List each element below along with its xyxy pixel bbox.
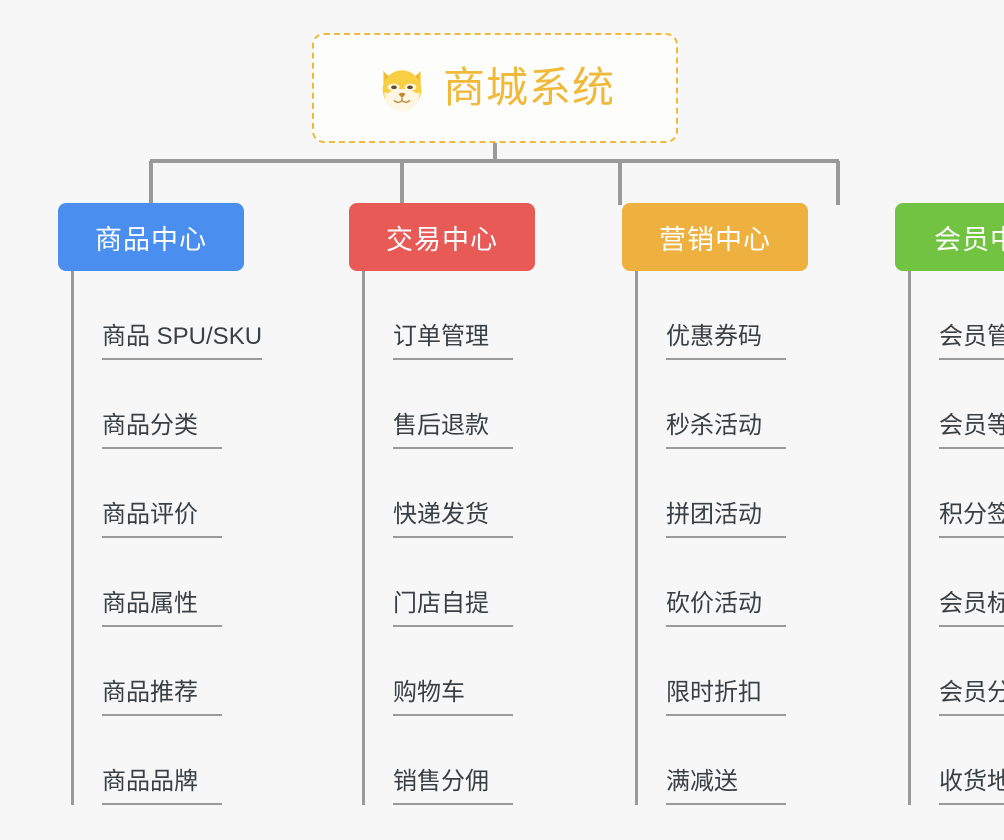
branch-spine-3: [908, 271, 912, 805]
branch-column-0: 商品中心 商品 SPU/SKU 商品分类 商品评价 商品属性 商品推荐: [58, 203, 263, 805]
leaf-item[interactable]: 购物车: [349, 627, 535, 716]
dog-face-emoji: [375, 61, 429, 115]
leaf-item[interactable]: 会员分组: [895, 627, 1004, 716]
leaf-label: 会员管理: [939, 325, 1004, 360]
leaf-item[interactable]: 砍价活动: [622, 538, 808, 627]
branch-header-1[interactable]: 交易中心: [349, 203, 536, 271]
leaf-label: 商品评价: [102, 503, 222, 538]
leaf-list-1: 订单管理 售后退款 快递发货 门店自提 购物车 销售分佣: [349, 271, 535, 805]
leaf-item[interactable]: 订单管理: [349, 271, 535, 360]
branch-header-0[interactable]: 商品中心: [58, 203, 244, 271]
leaf-label: 会员标签: [939, 592, 1004, 627]
leaf-label: 会员分组: [939, 681, 1004, 716]
branch-header-label-3: 会员中心: [934, 224, 1004, 255]
branch-spine-1: [362, 271, 366, 805]
leaf-item[interactable]: 秒杀活动: [622, 360, 808, 449]
leaf-item[interactable]: 商品评价: [58, 449, 262, 538]
leaf-item[interactable]: 会员标签: [895, 538, 1004, 627]
leaf-label: 拼团活动: [666, 503, 787, 538]
leaf-item[interactable]: 会员管理: [895, 271, 1004, 360]
leaf-label: 砍价活动: [666, 592, 787, 627]
leaf-label: 会员等级: [939, 414, 1004, 449]
leaf-label: 商品 SPU/SKU: [102, 325, 263, 360]
leaf-item[interactable]: 售后退款: [349, 360, 535, 449]
leaf-label: 秒杀活动: [666, 414, 787, 449]
leaf-list-2: 优惠券码 秒杀活动 拼团活动 砍价活动 限时折扣 满减送: [622, 271, 808, 805]
root-node[interactable]: 商城系统: [312, 33, 678, 143]
leaf-label: 优惠券码: [666, 325, 787, 360]
leaf-label: 销售分佣: [393, 770, 514, 805]
leaf-label: 商品属性: [102, 592, 222, 627]
leaf-item[interactable]: 快递发货: [349, 449, 535, 538]
leaf-label: 商品推荐: [102, 681, 222, 716]
branch-column-1: 交易中心 订单管理 售后退款 快递发货 门店自提 购物车: [349, 203, 536, 805]
leaf-list-3: 会员管理 会员等级 积分签到 会员标签 会员分组 收货地址: [895, 271, 1004, 805]
branch-header-2[interactable]: 营销中心: [622, 203, 809, 271]
leaf-item[interactable]: 商品品牌: [58, 716, 262, 805]
leaf-item[interactable]: 门店自提: [349, 538, 535, 627]
leaf-item[interactable]: 积分签到: [895, 449, 1004, 538]
leaf-item[interactable]: 拼团活动: [622, 449, 808, 538]
leaf-item[interactable]: 销售分佣: [349, 716, 535, 805]
leaf-label: 限时折扣: [666, 681, 787, 716]
leaf-list-0: 商品 SPU/SKU 商品分类 商品评价 商品属性 商品推荐 商品品牌: [58, 271, 263, 805]
leaf-label: 订单管理: [393, 325, 514, 360]
leaf-label: 商品分类: [102, 414, 222, 449]
branch-header-3[interactable]: 会员中心: [895, 203, 1004, 271]
branch-spine-0: [71, 271, 74, 805]
root-title: 商城系统: [442, 64, 615, 111]
branch-spine-2: [635, 271, 639, 805]
leaf-label: 收货地址: [939, 770, 1004, 805]
leaf-label: 快递发货: [393, 503, 514, 538]
branch-column-2: 营销中心 优惠券码 秒杀活动 拼团活动 砍价活动 限时折扣: [622, 203, 809, 805]
leaf-item[interactable]: 会员等级: [895, 360, 1004, 449]
leaf-item[interactable]: 满减送: [622, 716, 808, 805]
branch-column-3: 会员中心 会员管理 会员等级 积分签到 会员标签 会员分组: [895, 203, 1004, 805]
leaf-item[interactable]: 商品推荐: [58, 627, 262, 716]
leaf-item[interactable]: 商品属性: [58, 538, 262, 627]
branch-header-label-2: 营销中心: [659, 224, 772, 255]
leaf-item[interactable]: 商品 SPU/SKU: [58, 271, 263, 360]
leaf-label: 商品品牌: [102, 770, 222, 805]
branch-header-label-1: 交易中心: [386, 224, 499, 255]
leaf-label: 售后退款: [393, 414, 514, 449]
leaf-label: 满减送: [666, 770, 787, 805]
branch-columns: 商品中心 商品 SPU/SKU 商品分类 商品评价 商品属性 商品推荐: [0, 203, 1004, 805]
leaf-item[interactable]: 收货地址: [895, 716, 1004, 805]
leaf-item[interactable]: 商品分类: [58, 360, 262, 449]
leaf-item[interactable]: 限时折扣: [622, 627, 808, 716]
leaf-label: 购物车: [393, 681, 514, 716]
leaf-item[interactable]: 优惠券码: [622, 271, 808, 360]
branch-header-label-0: 商品中心: [95, 224, 207, 255]
leaf-label: 门店自提: [393, 592, 514, 627]
leaf-label: 积分签到: [939, 503, 1004, 538]
